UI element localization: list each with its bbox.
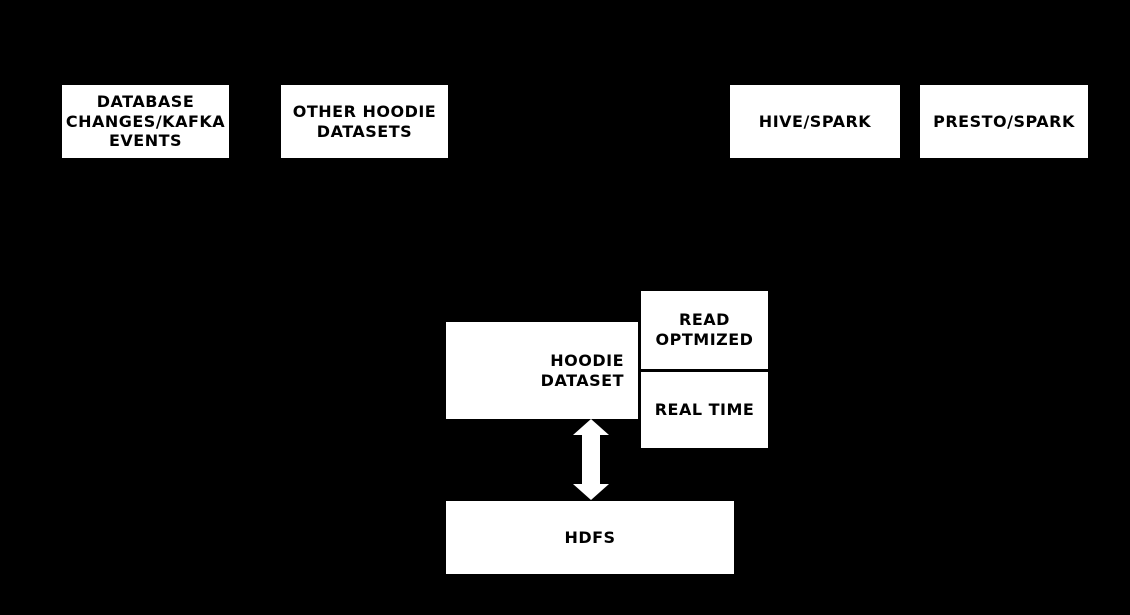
node-presto-spark: PRESTO/SPARK [920, 85, 1088, 158]
double-arrow-icon [573, 419, 609, 500]
node-hive-spark-label: HIVE/SPARK [758, 111, 872, 131]
node-real-time-label: REAL TIME [654, 400, 755, 420]
node-hoodie-dataset: HOODIE DATASET [446, 322, 638, 419]
node-hdfs-label: HDFS [564, 527, 616, 547]
node-hive-spark: HIVE/SPARK [730, 85, 900, 158]
node-hoodie-dataset-label: HOODIE DATASET [540, 350, 624, 390]
node-presto-spark-label: PRESTO/SPARK [933, 111, 1075, 131]
node-read-optmized-label: READ OPTMIZED [655, 310, 754, 349]
node-read-optmized: READ OPTMIZED [641, 291, 768, 369]
node-database-changes-kafka-events: DATABASE CHANGES/KAFKA EVENTS [62, 85, 229, 158]
node-database-changes-kafka-events-label: DATABASE CHANGES/KAFKA EVENTS [65, 92, 226, 151]
node-other-hoodie-datasets: OTHER HOODIE DATASETS [281, 85, 448, 158]
node-hdfs: HDFS [446, 501, 734, 574]
node-other-hoodie-datasets-label: OTHER HOODIE DATASETS [292, 101, 437, 141]
node-real-time: REAL TIME [641, 372, 768, 448]
